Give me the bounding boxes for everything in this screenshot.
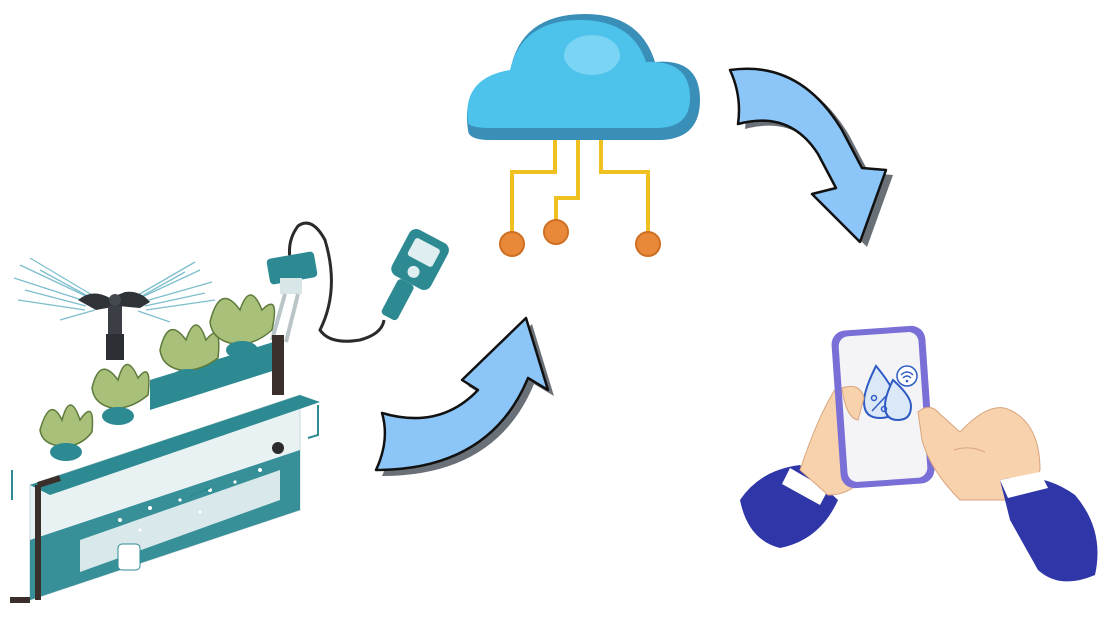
water-drop-percent-wifi-icon <box>862 364 918 422</box>
smartphone-icon <box>831 325 935 489</box>
hydroponic-system-with-sprinkler-and-sensor-icon <box>10 221 449 603</box>
hands-holding-smartphone-icon <box>740 325 1098 582</box>
cloud-network-icon <box>466 14 700 257</box>
circuit-lines-icon <box>510 140 650 236</box>
circuit-nodes-icon <box>499 219 661 257</box>
curved-arrow-down-icon <box>728 67 893 247</box>
soil-sensor-icon <box>266 221 449 343</box>
plants-icon <box>39 294 284 461</box>
water-spray-icon <box>13 257 216 323</box>
curved-arrow-up-icon <box>374 316 554 476</box>
sprinkler-icon <box>78 291 150 360</box>
water-tank-icon <box>10 394 320 603</box>
